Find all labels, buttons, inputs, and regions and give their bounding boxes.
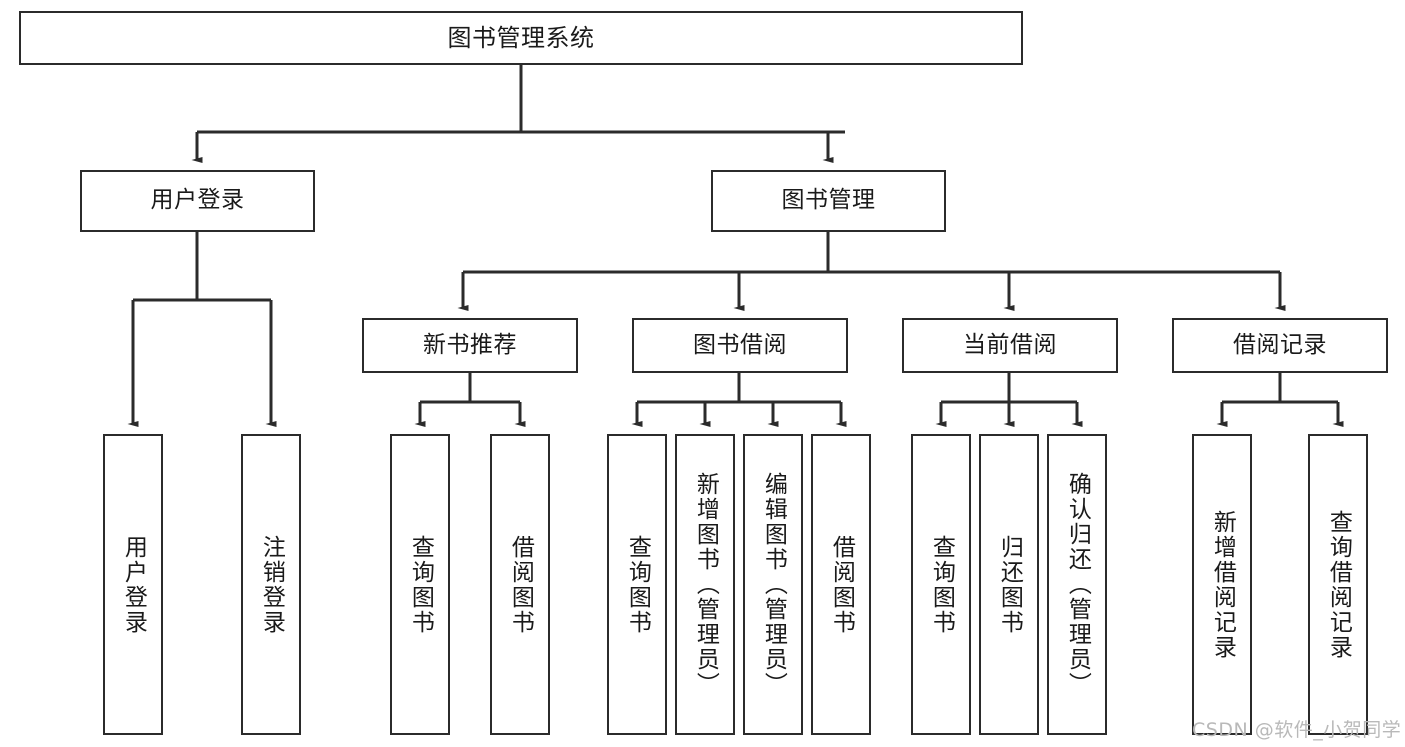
node-label: 用户登录	[150, 187, 245, 214]
node-label: 新增图书（管理员）	[692, 472, 719, 697]
node-label: 图书借阅	[693, 331, 787, 358]
leaf-edit-book-admin[interactable]: 编辑图书（管理员）	[743, 434, 803, 735]
node-label: 图书管理系统	[447, 23, 595, 52]
leaf-add-borrow-record[interactable]: 新增借阅记录	[1192, 434, 1252, 735]
node-book-borrow[interactable]: 图书借阅	[632, 318, 848, 373]
node-book-management[interactable]: 图书管理	[711, 170, 946, 232]
node-label: 当前借阅	[963, 331, 1057, 358]
leaf-query-books-current[interactable]: 查询图书	[911, 434, 971, 735]
leaf-confirm-return-admin[interactable]: 确认归还（管理员）	[1047, 434, 1107, 735]
node-label: 确认归还（管理员）	[1064, 472, 1091, 697]
leaf-query-books-recommend[interactable]: 查询图书	[390, 434, 450, 735]
leaf-query-books-borrow[interactable]: 查询图书	[607, 434, 667, 735]
leaf-user-login[interactable]: 用户登录	[103, 434, 163, 735]
leaf-query-borrow-record[interactable]: 查询借阅记录	[1308, 434, 1368, 735]
node-user-login[interactable]: 用户登录	[80, 170, 315, 232]
node-label: 借阅记录	[1233, 331, 1327, 358]
node-label: 新书推荐	[423, 331, 517, 358]
node-label: 查询借阅记录	[1325, 509, 1352, 660]
csdn-watermark: CSDN @软件_小贺同学	[1192, 719, 1402, 741]
node-label: 用户登录	[120, 534, 147, 635]
leaf-add-book-admin[interactable]: 新增图书（管理员）	[675, 434, 735, 735]
leaf-return-books[interactable]: 归还图书	[979, 434, 1039, 735]
node-label: 借阅图书	[507, 534, 534, 635]
node-label: 借阅图书	[828, 534, 855, 635]
node-label: 注销登录	[258, 534, 285, 635]
leaf-borrow-books-recommend[interactable]: 借阅图书	[490, 434, 550, 735]
node-label: 图书管理	[781, 187, 876, 214]
leaf-borrow-books[interactable]: 借阅图书	[811, 434, 871, 735]
node-label: 归还图书	[996, 534, 1023, 635]
leaf-logout[interactable]: 注销登录	[241, 434, 301, 735]
node-label: 查询图书	[928, 534, 955, 635]
node-current-borrow[interactable]: 当前借阅	[902, 318, 1118, 373]
node-label: 编辑图书（管理员）	[760, 472, 787, 697]
node-root-book-management-system[interactable]: 图书管理系统	[19, 11, 1023, 65]
node-borrow-record[interactable]: 借阅记录	[1172, 318, 1388, 373]
node-new-book-recommend[interactable]: 新书推荐	[362, 318, 578, 373]
node-label: 查询图书	[624, 534, 651, 635]
node-label: 新增借阅记录	[1209, 509, 1236, 660]
node-label: 查询图书	[407, 534, 434, 635]
